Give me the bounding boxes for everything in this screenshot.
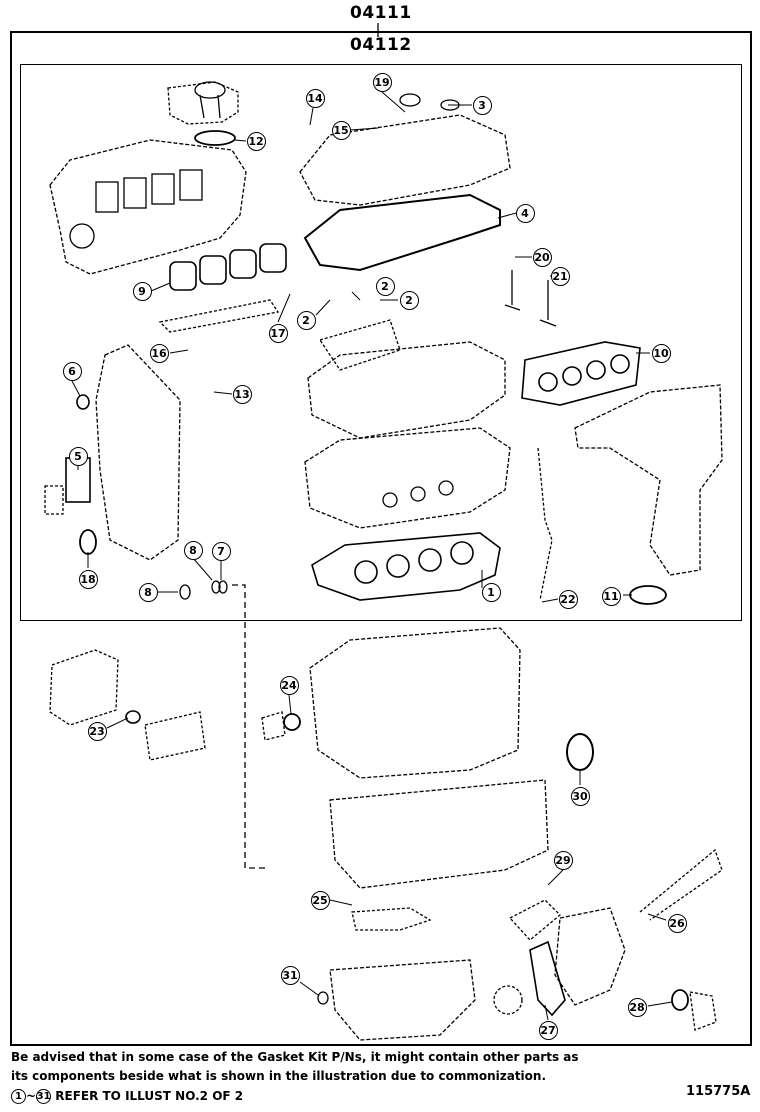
callout-19[interactable]: 19 bbox=[372, 72, 392, 92]
head-gasket-drawing bbox=[311, 532, 501, 601]
throttle-body-drawing bbox=[167, 81, 239, 125]
advisory-note-line-2: its components beside what is shown in t… bbox=[11, 1069, 547, 1083]
callout-22[interactable]: 22 bbox=[558, 589, 578, 609]
kit-outer-frame bbox=[10, 31, 752, 1046]
callout-11[interactable]: 11 bbox=[601, 586, 621, 606]
cylinder-block-drawing bbox=[309, 627, 521, 779]
callout-1[interactable]: 1 bbox=[481, 582, 501, 602]
callout-12[interactable]: 12 bbox=[246, 131, 266, 151]
callout-leaders bbox=[71, 91, 673, 1021]
callout-28[interactable]: 28 bbox=[627, 997, 647, 1017]
callout-14[interactable]: 14 bbox=[305, 88, 325, 108]
callout-17[interactable]: 17 bbox=[268, 323, 288, 343]
ref-tilde: ~ bbox=[26, 1089, 37, 1103]
callout-9[interactable]: 9 bbox=[132, 281, 152, 301]
callout-29[interactable]: 29 bbox=[553, 850, 573, 870]
ref-text: REFER TO ILLUST NO.2 OF 2 bbox=[55, 1089, 244, 1103]
callout-27[interactable]: 27 bbox=[538, 1020, 558, 1040]
ref-end-circle: 31 bbox=[36, 1089, 52, 1104]
callout-2[interactable]: 2 bbox=[296, 310, 316, 330]
callout-23[interactable]: 23 bbox=[87, 721, 107, 741]
reference-note: 1~31 REFER TO ILLUST NO.2 OF 2 bbox=[11, 1087, 243, 1106]
callout-25[interactable]: 25 bbox=[310, 890, 330, 910]
callout-24[interactable]: 24 bbox=[279, 675, 299, 695]
callout-6[interactable]: 6 bbox=[62, 361, 82, 381]
ref-start-circle: 1 bbox=[11, 1089, 26, 1104]
cam-housing-drawing bbox=[307, 341, 506, 439]
callout-20[interactable]: 20 bbox=[532, 247, 552, 267]
callout-4[interactable]: 4 bbox=[515, 203, 535, 223]
figure-id: 115775A bbox=[686, 1084, 751, 1099]
kit-part-number: 04111 bbox=[350, 3, 412, 23]
callout-2-c[interactable]: 2 bbox=[399, 290, 419, 310]
callout-21[interactable]: 21 bbox=[550, 266, 570, 286]
callout-15[interactable]: 15 bbox=[331, 120, 351, 140]
callout-3[interactable]: 3 bbox=[472, 95, 492, 115]
exhaust-gasket-drawing bbox=[521, 341, 641, 406]
callout-2-b[interactable]: 2 bbox=[375, 276, 395, 296]
intake-gasket-drawing bbox=[169, 243, 287, 291]
intake-manifold-drawing bbox=[49, 139, 247, 275]
callout-8[interactable]: 8 bbox=[138, 582, 158, 602]
callout-5[interactable]: 5 bbox=[68, 446, 88, 466]
subkit-inner-frame bbox=[20, 64, 742, 621]
callout-31[interactable]: 31 bbox=[280, 965, 300, 985]
callout-30[interactable]: 30 bbox=[570, 786, 590, 806]
advisory-note-line-1: Be advised that in some case of the Gask… bbox=[11, 1050, 579, 1064]
callout-18[interactable]: 18 bbox=[78, 569, 98, 589]
subkit-part-number: 04112 bbox=[350, 35, 412, 55]
callout-7[interactable]: 7 bbox=[211, 541, 231, 561]
cylinder-head-drawing bbox=[304, 427, 511, 529]
callout-26[interactable]: 26 bbox=[667, 913, 687, 933]
callout-8-b[interactable]: 8 bbox=[183, 540, 203, 560]
callout-10[interactable]: 10 bbox=[651, 343, 671, 363]
callout-16[interactable]: 16 bbox=[149, 343, 169, 363]
callout-13[interactable]: 13 bbox=[232, 384, 252, 404]
